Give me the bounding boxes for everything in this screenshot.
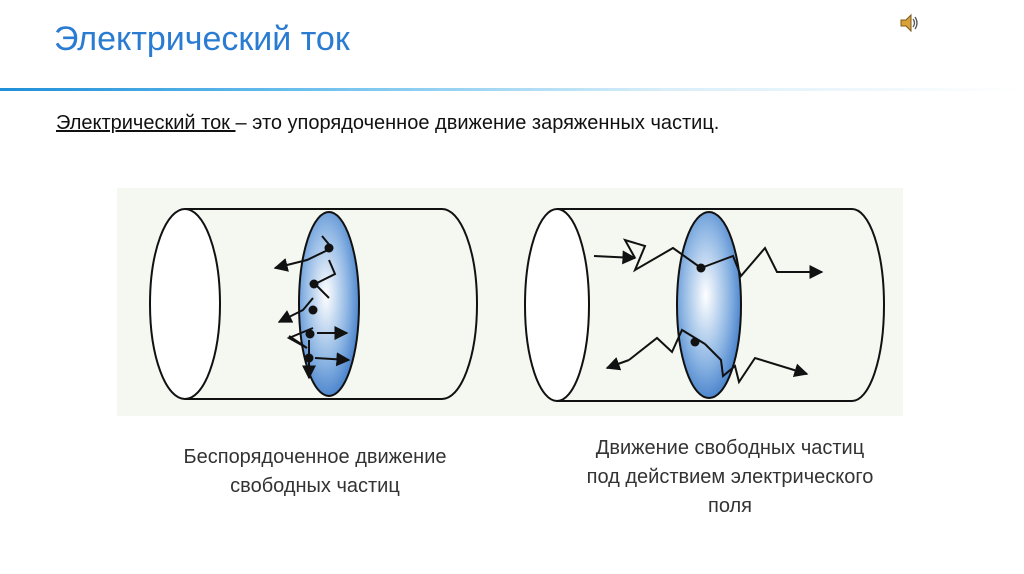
caption-directed-motion: Движение свободных частиц под действием … bbox=[530, 434, 930, 521]
chaotic-particles bbox=[273, 235, 351, 380]
caption-chaotic-motion: Беспорядоченное движение свободных части… bbox=[130, 443, 500, 501]
caption-line: Беспорядоченное движение bbox=[183, 446, 447, 468]
particle-dots bbox=[304, 243, 334, 363]
left-cylinder bbox=[149, 208, 478, 400]
right-particle-dots bbox=[690, 263, 706, 347]
current-diagram bbox=[117, 188, 903, 416]
left-cross-section bbox=[298, 211, 360, 397]
directed-particles bbox=[593, 238, 824, 385]
speaker-icon[interactable] bbox=[898, 12, 920, 34]
caption-line: Движение свободных частиц bbox=[595, 437, 865, 459]
caption-line: под действием электрического bbox=[586, 466, 874, 488]
definition-term: Электрический ток bbox=[56, 112, 236, 134]
page-title: Электрический ток bbox=[54, 20, 350, 58]
right-cylinder bbox=[524, 208, 885, 402]
definition-text: Электрический ток – это упорядоченное дв… bbox=[56, 112, 719, 135]
title-divider bbox=[0, 88, 1024, 91]
caption-line: поля bbox=[707, 495, 752, 517]
definition-body: – это упорядоченное движение заряженных … bbox=[235, 112, 720, 134]
caption-line: свободных частиц bbox=[230, 475, 400, 497]
